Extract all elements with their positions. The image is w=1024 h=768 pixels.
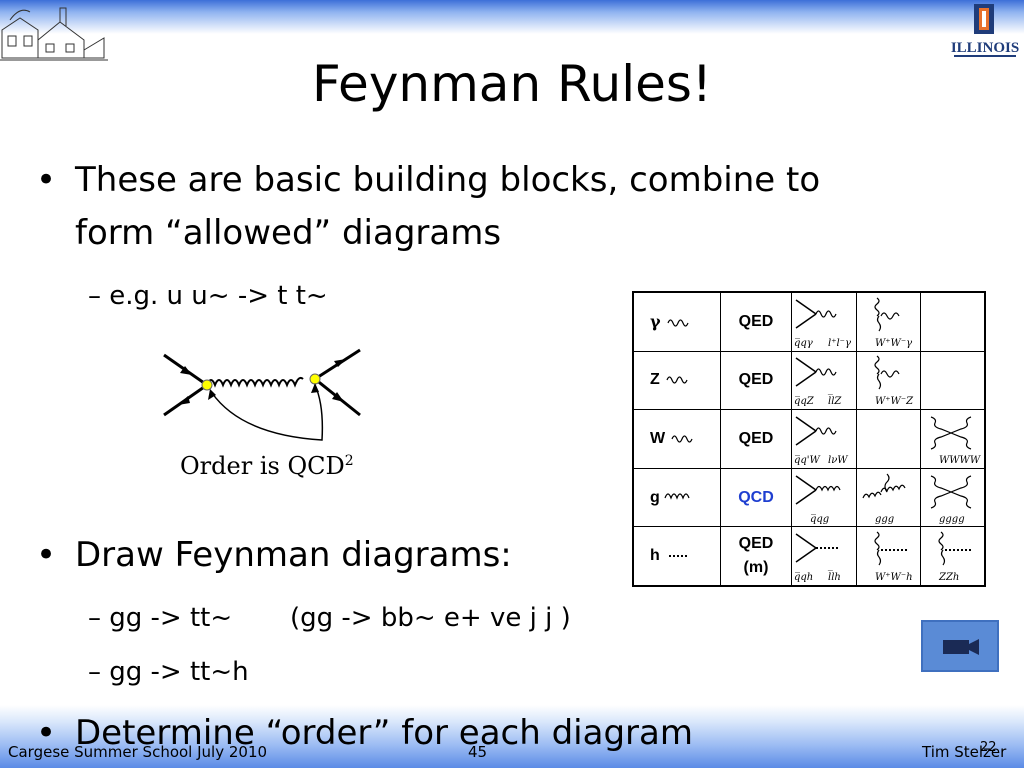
- theory-label: QED: [738, 535, 774, 553]
- vertex-diagram: W⁺W⁻γ: [873, 297, 912, 349]
- theory-cell: QED: [720, 291, 792, 352]
- vertex-label: q̅q'W: [794, 455, 821, 466]
- propagator-icon: [660, 371, 688, 388]
- vertex-diagram: q̅q'W lνW: [794, 416, 848, 466]
- diagram-caption: Order is QCD2: [180, 452, 354, 480]
- vertex-diagram: WWWW: [930, 416, 981, 466]
- vertex-label: q̅qγ: [794, 338, 813, 349]
- vertex-cell: W⁺W⁻h: [855, 526, 921, 587]
- vertex-label: W⁺W⁻h: [875, 572, 913, 583]
- propagator-icon: [661, 314, 689, 331]
- theory-cell: QED: [720, 350, 792, 411]
- bullet-marker: •: [36, 713, 57, 753]
- vertex-label: W⁺W⁻γ: [875, 338, 912, 349]
- theory-label: QED: [738, 371, 774, 389]
- theory-cell: QCD: [720, 467, 792, 528]
- video-button[interactable]: [921, 620, 999, 672]
- vertex-label: W⁺W⁻Z: [875, 396, 914, 407]
- vertex-label: gggg: [939, 514, 965, 525]
- vertex-cell: ggg: [855, 467, 921, 528]
- particle-symbol: h: [650, 547, 660, 565]
- bullet-1-line-2: form “allowed” diagrams: [75, 213, 502, 253]
- campus-sketch-logo: [0, 7, 108, 61]
- vertex-diagram: q̅qh l̅lh: [794, 533, 841, 583]
- vertex-cell: WWWW: [920, 409, 986, 469]
- theory-cell: QED: [720, 409, 792, 469]
- caption-text: Order is QCD: [180, 452, 345, 480]
- vertex-cell: W⁺W⁻γ: [855, 291, 921, 352]
- vertex-diagram: W⁺W⁻Z: [873, 355, 914, 407]
- vertex-label: WWWW: [939, 455, 981, 466]
- vertex-cell: [920, 291, 986, 352]
- particle-cell: Z: [632, 350, 721, 411]
- slide-title: Feynman Rules!: [312, 55, 712, 113]
- particle-symbol: γ: [650, 311, 661, 331]
- vertex-cell: [920, 350, 986, 411]
- vertex-cell: W⁺W⁻Z: [855, 350, 921, 411]
- table-row: h QED (m) q̅qh l̅lh W⁺W⁻h ZZh: [632, 526, 986, 587]
- table-row: W QED q̅q'W lνW WWWW: [632, 409, 986, 469]
- theory-label-note: (m): [743, 559, 769, 577]
- vertex-diagram: q̅qZ l̅lZ: [794, 357, 843, 407]
- theory-label: QED: [738, 429, 774, 447]
- vertex-label: q̅qh: [794, 572, 813, 583]
- bullet-marker: •: [36, 160, 57, 200]
- particle-cell: γ: [632, 291, 721, 352]
- bullet-marker: •: [36, 535, 57, 575]
- vertex-diagram: q̅qg: [795, 474, 841, 525]
- vertex-cell: q̅qZ l̅lZ: [791, 350, 857, 411]
- vertex-label: l̅lZ: [828, 395, 843, 407]
- vertex-cell: ZZh: [920, 526, 986, 587]
- table-row: γ QED q̅qγ l⁺l⁻γ W⁺W⁻γ: [632, 291, 986, 352]
- feynman-diagram: [163, 348, 361, 441]
- vertex-cell: q̅qγ l⁺l⁻γ: [791, 291, 857, 352]
- propagator-icon: [660, 489, 694, 506]
- vertex-diagram: gggg: [930, 475, 972, 525]
- caption-exponent: 2: [344, 453, 354, 469]
- particle-symbol: Z: [650, 371, 660, 389]
- theory-label: QCD: [738, 488, 774, 506]
- particle-cell: W: [632, 409, 721, 469]
- vertex-label: lνW: [828, 455, 848, 466]
- footer-author: Tim Stelzer: [922, 743, 1007, 761]
- illinois-logo: ILLINOIS: [946, 2, 1024, 62]
- particle-symbol: W: [650, 429, 666, 447]
- illinois-wordmark: ILLINOIS: [951, 40, 1019, 56]
- footer-left: Cargese Summer School July 2010: [8, 743, 268, 761]
- vertex-diagram: ggg: [861, 473, 906, 525]
- vertex-cell: q̅q'W lνW: [791, 409, 857, 469]
- vertex-cell: q̅qg: [791, 467, 857, 528]
- footer-page-number: 22: [980, 740, 997, 755]
- video-camera-icon: [943, 639, 979, 655]
- vertex-label: ZZh: [938, 572, 959, 583]
- bullet-2: Draw Feynman diagrams:: [75, 535, 512, 575]
- subbullet-2: – gg -> tt~ (gg -> bb~ e+ ve j j ): [88, 603, 571, 633]
- footer-slide-number: 45: [468, 743, 488, 761]
- vertex-label: l̅lh: [828, 571, 841, 583]
- vertex-label: q̅qZ: [794, 396, 815, 407]
- vertex-cell: gggg: [920, 467, 986, 528]
- theory-cell: QED (m): [720, 526, 792, 587]
- subbullet-3: – gg -> tt~h: [88, 657, 249, 687]
- vertex-label: l⁺l⁻γ: [828, 338, 851, 349]
- particle-cell: g: [632, 467, 721, 528]
- vertex-diagram: W⁺W⁻h: [873, 531, 913, 583]
- bullet-3: Determine “order” for each diagram: [75, 713, 693, 753]
- vertex-diagram: ZZh: [938, 531, 971, 583]
- vertex-cell: [855, 409, 921, 469]
- vertex-label: q̅qg: [810, 514, 829, 525]
- propagator-icon: [660, 547, 690, 564]
- bullet-1-line-1: These are basic building blocks, combine…: [75, 160, 821, 200]
- particle-cell: h: [632, 526, 721, 587]
- subbullet-1: – e.g. u u~ -> t t~: [88, 281, 328, 311]
- vertex-diagram: q̅qγ l⁺l⁻γ: [794, 299, 851, 349]
- vertex-cell: q̅qh l̅lh: [791, 526, 857, 587]
- theory-label: QED: [738, 312, 774, 330]
- vertex-label: ggg: [875, 514, 894, 525]
- particle-symbol: g: [650, 488, 660, 506]
- propagator-icon: [665, 430, 693, 447]
- table-row: Z QED q̅qZ l̅lZ W⁺W⁻Z: [632, 350, 986, 411]
